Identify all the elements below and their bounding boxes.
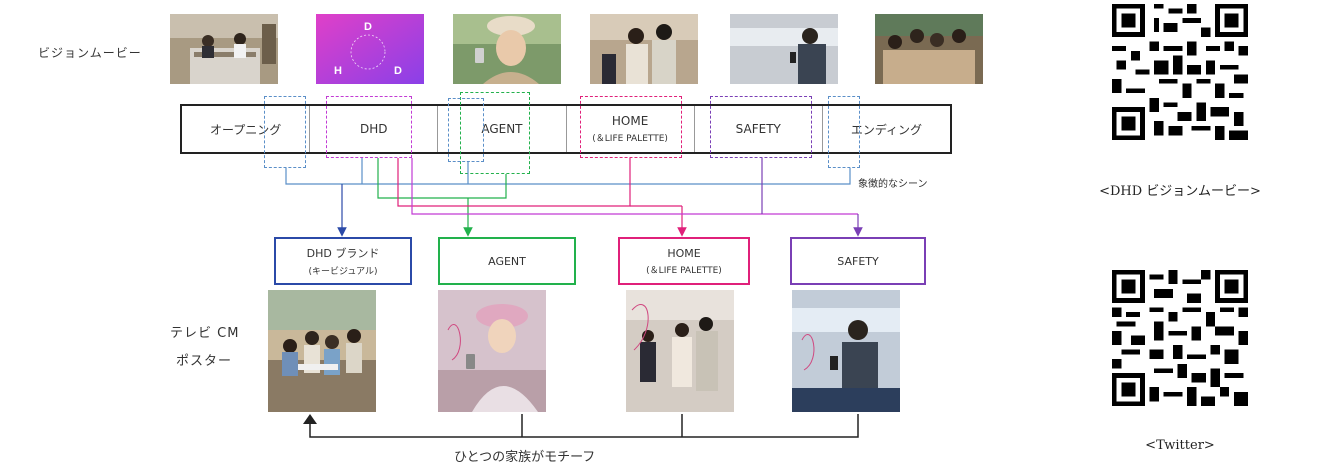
segment-label: オープニング — [209, 122, 282, 137]
dhd-letter-h: H — [334, 65, 342, 77]
segment-label: AGENT — [481, 122, 523, 136]
dhd-brand-box[interactable]: DHD ブランド (キービジュアル) — [274, 237, 412, 285]
safety-scene-highlight — [710, 96, 812, 158]
box-label: HOME — [667, 246, 701, 260]
store-counter-scene-image — [170, 14, 278, 84]
box-label: AGENT — [488, 254, 526, 268]
family-image — [875, 14, 983, 84]
qr-code-icon — [1112, 4, 1248, 140]
box-sublabel: (＆LIFE PALETTE) — [646, 265, 722, 276]
twitter-qr-code[interactable] — [1112, 270, 1248, 406]
box-label: SAFETY — [837, 254, 879, 268]
ending-thumbnail[interactable] — [875, 14, 983, 84]
home-box[interactable]: HOME (＆LIFE PALETTE) — [618, 237, 750, 285]
ending-scene-highlight — [828, 96, 860, 168]
timeline-segment-ending[interactable]: エンディング — [823, 106, 950, 152]
poster-label: ポスター — [176, 354, 233, 369]
safety-poster[interactable] — [792, 290, 900, 412]
family-motif-label: ひとつの家族がモチーフ — [454, 450, 596, 465]
safety-thumbnail[interactable] — [730, 14, 838, 84]
vision-movie-timeline: オープニング DHD AGENT HOME (＆LIFE PALETTE) SAF… — [180, 104, 952, 154]
segment-label: SAFETY — [735, 122, 781, 136]
dhd-letter-d2: D — [394, 65, 402, 77]
woman-with-phone-image — [453, 14, 561, 84]
box-label: DHD ブランド — [306, 247, 380, 260]
timeline-segment-agent[interactable]: AGENT — [438, 106, 567, 152]
timeline-segment-safety[interactable]: SAFETY — [695, 106, 823, 152]
couple-image — [590, 14, 698, 84]
timeline-segment-opening[interactable]: オープニング — [182, 106, 311, 152]
home-poster[interactable] — [626, 290, 734, 412]
twitter-qr-caption: <Twitter> — [1145, 438, 1215, 453]
family-on-sofa-image — [268, 290, 376, 412]
timeline-segment-dhd[interactable]: DHD — [310, 106, 439, 152]
dhd-thumbnail[interactable]: D H D — [316, 14, 424, 84]
dhd-logo-image: D H D — [316, 14, 424, 84]
segment-label: DHD — [360, 122, 388, 136]
segment-label: エンディング — [850, 122, 923, 137]
man-with-phone-on-train-image — [792, 290, 900, 412]
tv-cm-label: テレビ CM — [170, 326, 240, 341]
woman-in-hat-image — [438, 290, 546, 412]
dhd-brand-poster[interactable] — [268, 290, 376, 412]
home-scene-highlight — [580, 96, 682, 158]
vision-movie-label: ビジョンムービー — [38, 46, 142, 60]
qr-code-icon — [1112, 270, 1248, 406]
opening-thumbnail[interactable] — [170, 14, 278, 84]
agent-poster[interactable] — [438, 290, 546, 412]
timeline-segment-home[interactable]: HOME (＆LIFE PALETTE) — [567, 106, 695, 152]
safety-box[interactable]: SAFETY — [790, 237, 926, 285]
opening-scene-highlight — [264, 96, 306, 168]
man-on-train-image — [730, 14, 838, 84]
box-sublabel: (キービジュアル) — [308, 267, 378, 277]
segment-label: HOME — [611, 114, 649, 128]
segment-sublabel: (＆LIFE PALETTE) — [592, 134, 668, 144]
agent-box[interactable]: AGENT — [438, 237, 576, 285]
vision-movie-qr-code[interactable] — [1112, 4, 1248, 140]
dhd-letter-d1: D — [364, 21, 372, 33]
agent-blue-highlight — [448, 98, 484, 162]
agent-thumbnail[interactable] — [453, 14, 561, 84]
symbolic-scene-label: 象徴的なシーン — [858, 179, 928, 190]
vision-movie-qr-caption: <DHD ビジョンムービー> — [1099, 184, 1261, 199]
couple-in-lobby-image — [626, 290, 734, 412]
dhd-scene-highlight — [326, 96, 412, 158]
agent-scene-highlight — [460, 92, 530, 174]
home-thumbnail[interactable] — [590, 14, 698, 84]
